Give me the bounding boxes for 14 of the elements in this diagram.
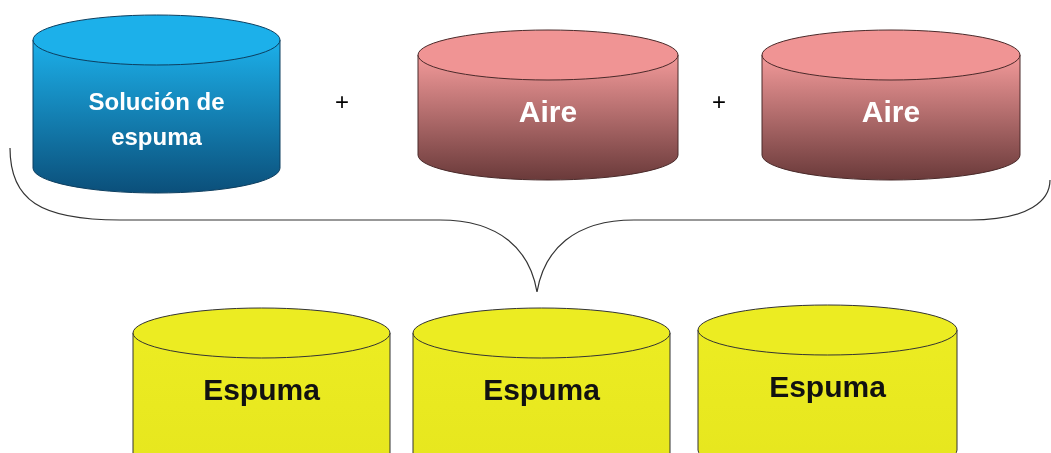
cylinder-label: Espuma	[202, 372, 321, 408]
cylinder	[698, 305, 957, 453]
cylinder	[762, 30, 1020, 180]
cylinder	[133, 308, 390, 453]
cylinder	[418, 30, 678, 180]
cylinder	[413, 308, 670, 453]
cylinder-label: Espuma	[482, 372, 601, 408]
cylinder-label: Espuma	[768, 369, 887, 405]
cylinder-label: Solución de espuma	[87, 87, 226, 152]
cylinder	[33, 15, 280, 193]
plus-sign: +	[335, 88, 349, 116]
cylinder-label: Aire	[860, 94, 922, 130]
cylinder-label: Aire	[517, 94, 579, 130]
plus-sign: +	[712, 88, 726, 116]
